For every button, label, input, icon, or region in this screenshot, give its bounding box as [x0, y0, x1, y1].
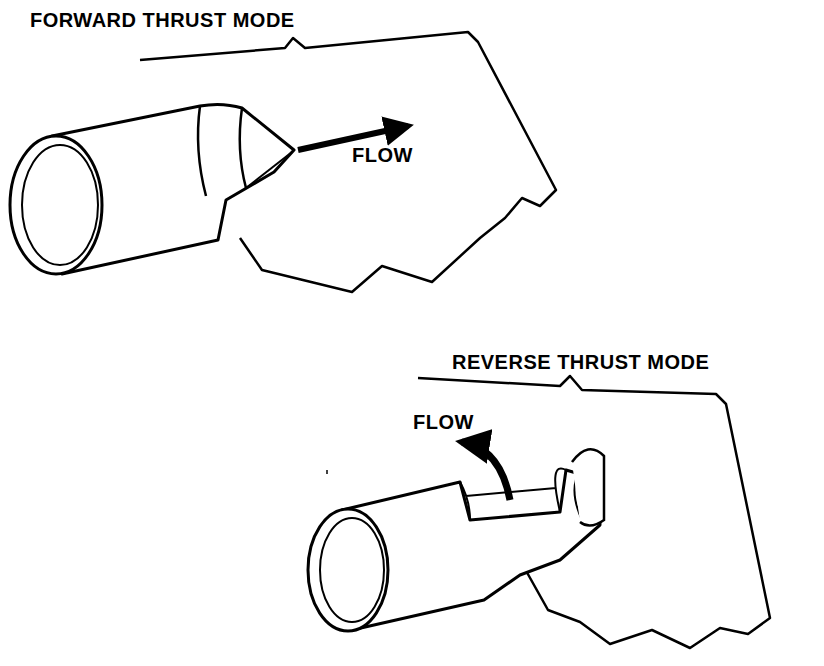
mode-title: REVERSE THRUST MODE: [452, 352, 709, 372]
inset-mark: [326, 470, 328, 474]
inlet-lip: [308, 509, 388, 631]
flow-arrow: [462, 442, 510, 500]
exhaust-edge: [246, 152, 292, 188]
inlet-inner: [22, 145, 98, 265]
blocker-door: [572, 449, 604, 525]
translating-cowl-edge: [198, 106, 246, 196]
inlet-inner: [320, 518, 384, 622]
flow-label: FLOW: [413, 412, 474, 432]
flow-label: FLOW: [352, 145, 413, 165]
mode-title: FORWARD THRUST MODE: [30, 10, 295, 30]
inlet-lip: [10, 136, 102, 274]
